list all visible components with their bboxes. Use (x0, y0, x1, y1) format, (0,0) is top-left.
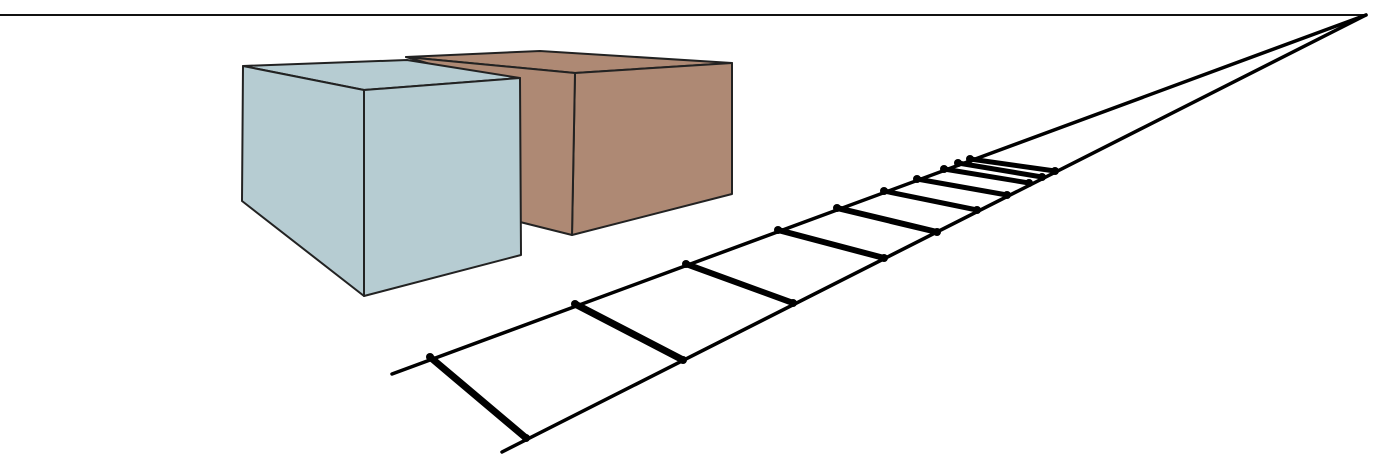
tie-joint (973, 206, 981, 214)
tie-joint (682, 260, 690, 268)
track-tie (967, 156, 1058, 174)
tie-joint (1051, 167, 1059, 175)
blue-box-left-face (241, 65, 365, 297)
tie-joint (913, 175, 921, 183)
track-tie (881, 188, 980, 213)
tie-joint (774, 226, 782, 234)
tie-joint (522, 434, 530, 442)
track-tie (914, 176, 1010, 198)
tie-joint (1038, 173, 1046, 181)
track-tie (941, 166, 1032, 186)
blue-box (241, 59, 522, 297)
tie-joint (1003, 191, 1011, 199)
rail-left (390, 13, 1368, 376)
tie-joint (933, 228, 941, 236)
track-tie (775, 227, 887, 261)
tie-joint (571, 300, 579, 308)
tie-joint (880, 187, 888, 195)
tie-joint (1025, 179, 1033, 187)
tie-joint (789, 299, 797, 307)
brown-box-front (571, 62, 733, 236)
tie-joint (954, 159, 962, 167)
brown-box (405, 50, 733, 236)
track-tie (955, 160, 1045, 180)
tie-joint (679, 356, 687, 364)
tie-joint (940, 165, 948, 173)
tie-joint (426, 353, 434, 361)
track-tie (571, 300, 687, 364)
tie-joint (833, 204, 841, 212)
tie-joint (966, 155, 974, 163)
track-tie (426, 353, 530, 442)
railroad-track (390, 13, 1368, 454)
tie-joint (880, 254, 888, 262)
track-ties (426, 155, 1059, 442)
track-tie (683, 261, 796, 306)
blue-box-right-face (363, 77, 522, 297)
track-tie (834, 205, 940, 235)
